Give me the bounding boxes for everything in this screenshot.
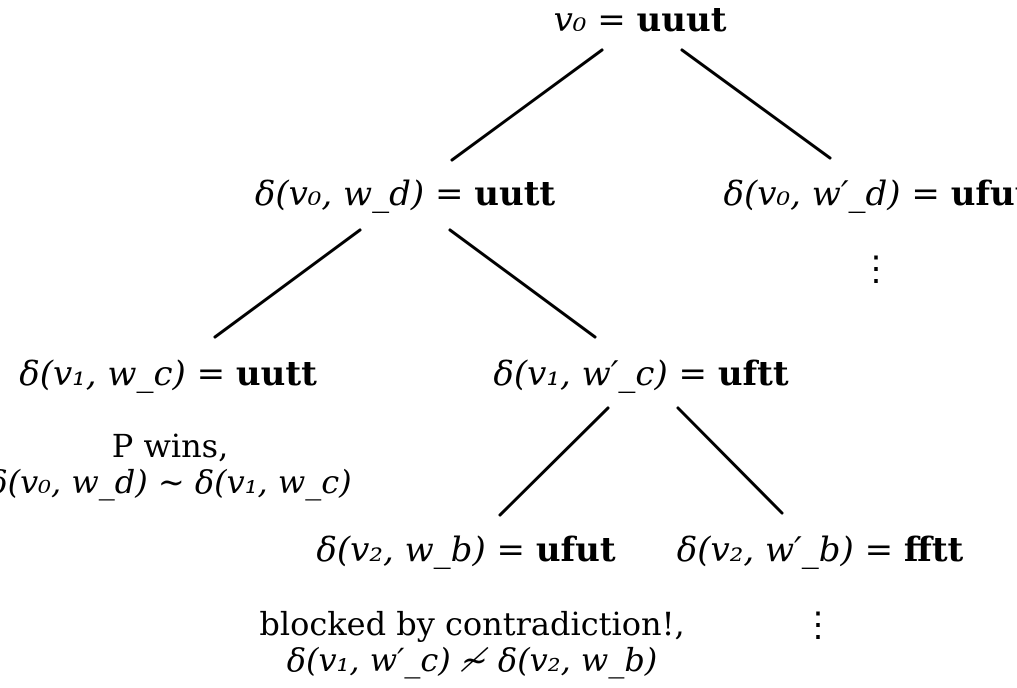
node-delta-v1-wc-expr: δ(v₁, w_c) = xyxy=(19,354,236,394)
node-delta-v2-wb-prime-value: fftt xyxy=(903,530,964,570)
node-delta-v1-wc-prime-expr: δ(v₁, w′_c) = xyxy=(493,354,718,394)
annotation-p-wins-line1: P wins, xyxy=(111,427,229,465)
edge-wd-to-wc xyxy=(213,228,362,339)
edge-wc-prime-to-wb xyxy=(498,406,610,517)
annotation-blocked-line2: δ(v₁, w′_c) ≁ δ(v₂, w_b) xyxy=(286,641,658,679)
node-delta-v2-wb-prime-expr: δ(v₂, w′_b) = xyxy=(676,530,904,570)
node-delta-v2-wb: δ(v₂, w_b) = ufut xyxy=(316,530,615,570)
node-delta-v0-wd-prime-value: ufut xyxy=(950,174,1017,214)
edge-root-to-wd-prime xyxy=(680,48,832,160)
node-delta-v1-wc-prime-value: uftt xyxy=(717,354,789,394)
continuation-dots-upper: ⋮ xyxy=(859,249,893,289)
node-delta-v0-wd-prime: δ(v₀, w′_d) = ufut xyxy=(724,174,1017,214)
annotation-p-wins: P wins, δ(v₀, w_d) ∼ δ(v₁, w_c) xyxy=(0,428,352,500)
node-delta-v0-wd-expr: δ(v₀, w_d) = xyxy=(254,174,475,214)
node-delta-v2-wb-value: ufut xyxy=(535,530,616,570)
node-root-value: uuut xyxy=(636,0,727,40)
annotation-blocked-line1: blocked by contradiction!, xyxy=(259,605,685,643)
node-delta-v1-wc: δ(v₁, w_c) = uutt xyxy=(19,354,317,394)
node-delta-v1-wc-prime: δ(v₁, w′_c) = uftt xyxy=(493,354,788,394)
node-delta-v2-wb-expr: δ(v₂, w_b) = xyxy=(316,530,536,570)
continuation-dots-lower: ⋮ xyxy=(801,605,835,645)
node-delta-v0-wd-prime-expr: δ(v₀, w′_d) = xyxy=(723,174,951,214)
edge-wd-to-wc-prime xyxy=(448,228,597,339)
node-delta-v2-wb-prime: δ(v₂, w′_b) = fftt xyxy=(677,530,963,570)
node-root-expr: v₀ = xyxy=(553,0,637,40)
node-delta-v0-wd: δ(v₀, w_d) = uutt xyxy=(255,174,555,214)
edge-wc-prime-to-wb-prime xyxy=(676,406,784,515)
node-delta-v0-wd-value: uutt xyxy=(474,174,556,214)
node-delta-v1-wc-value: uutt xyxy=(235,354,317,394)
edge-root-to-wd xyxy=(450,48,604,162)
annotation-p-wins-line2: δ(v₀, w_d) ∼ δ(v₁, w_c) xyxy=(0,463,352,501)
node-root: v₀ = uuut xyxy=(554,0,727,40)
annotation-blocked: blocked by contradiction!, δ(v₁, w′_c) ≁… xyxy=(259,606,684,678)
